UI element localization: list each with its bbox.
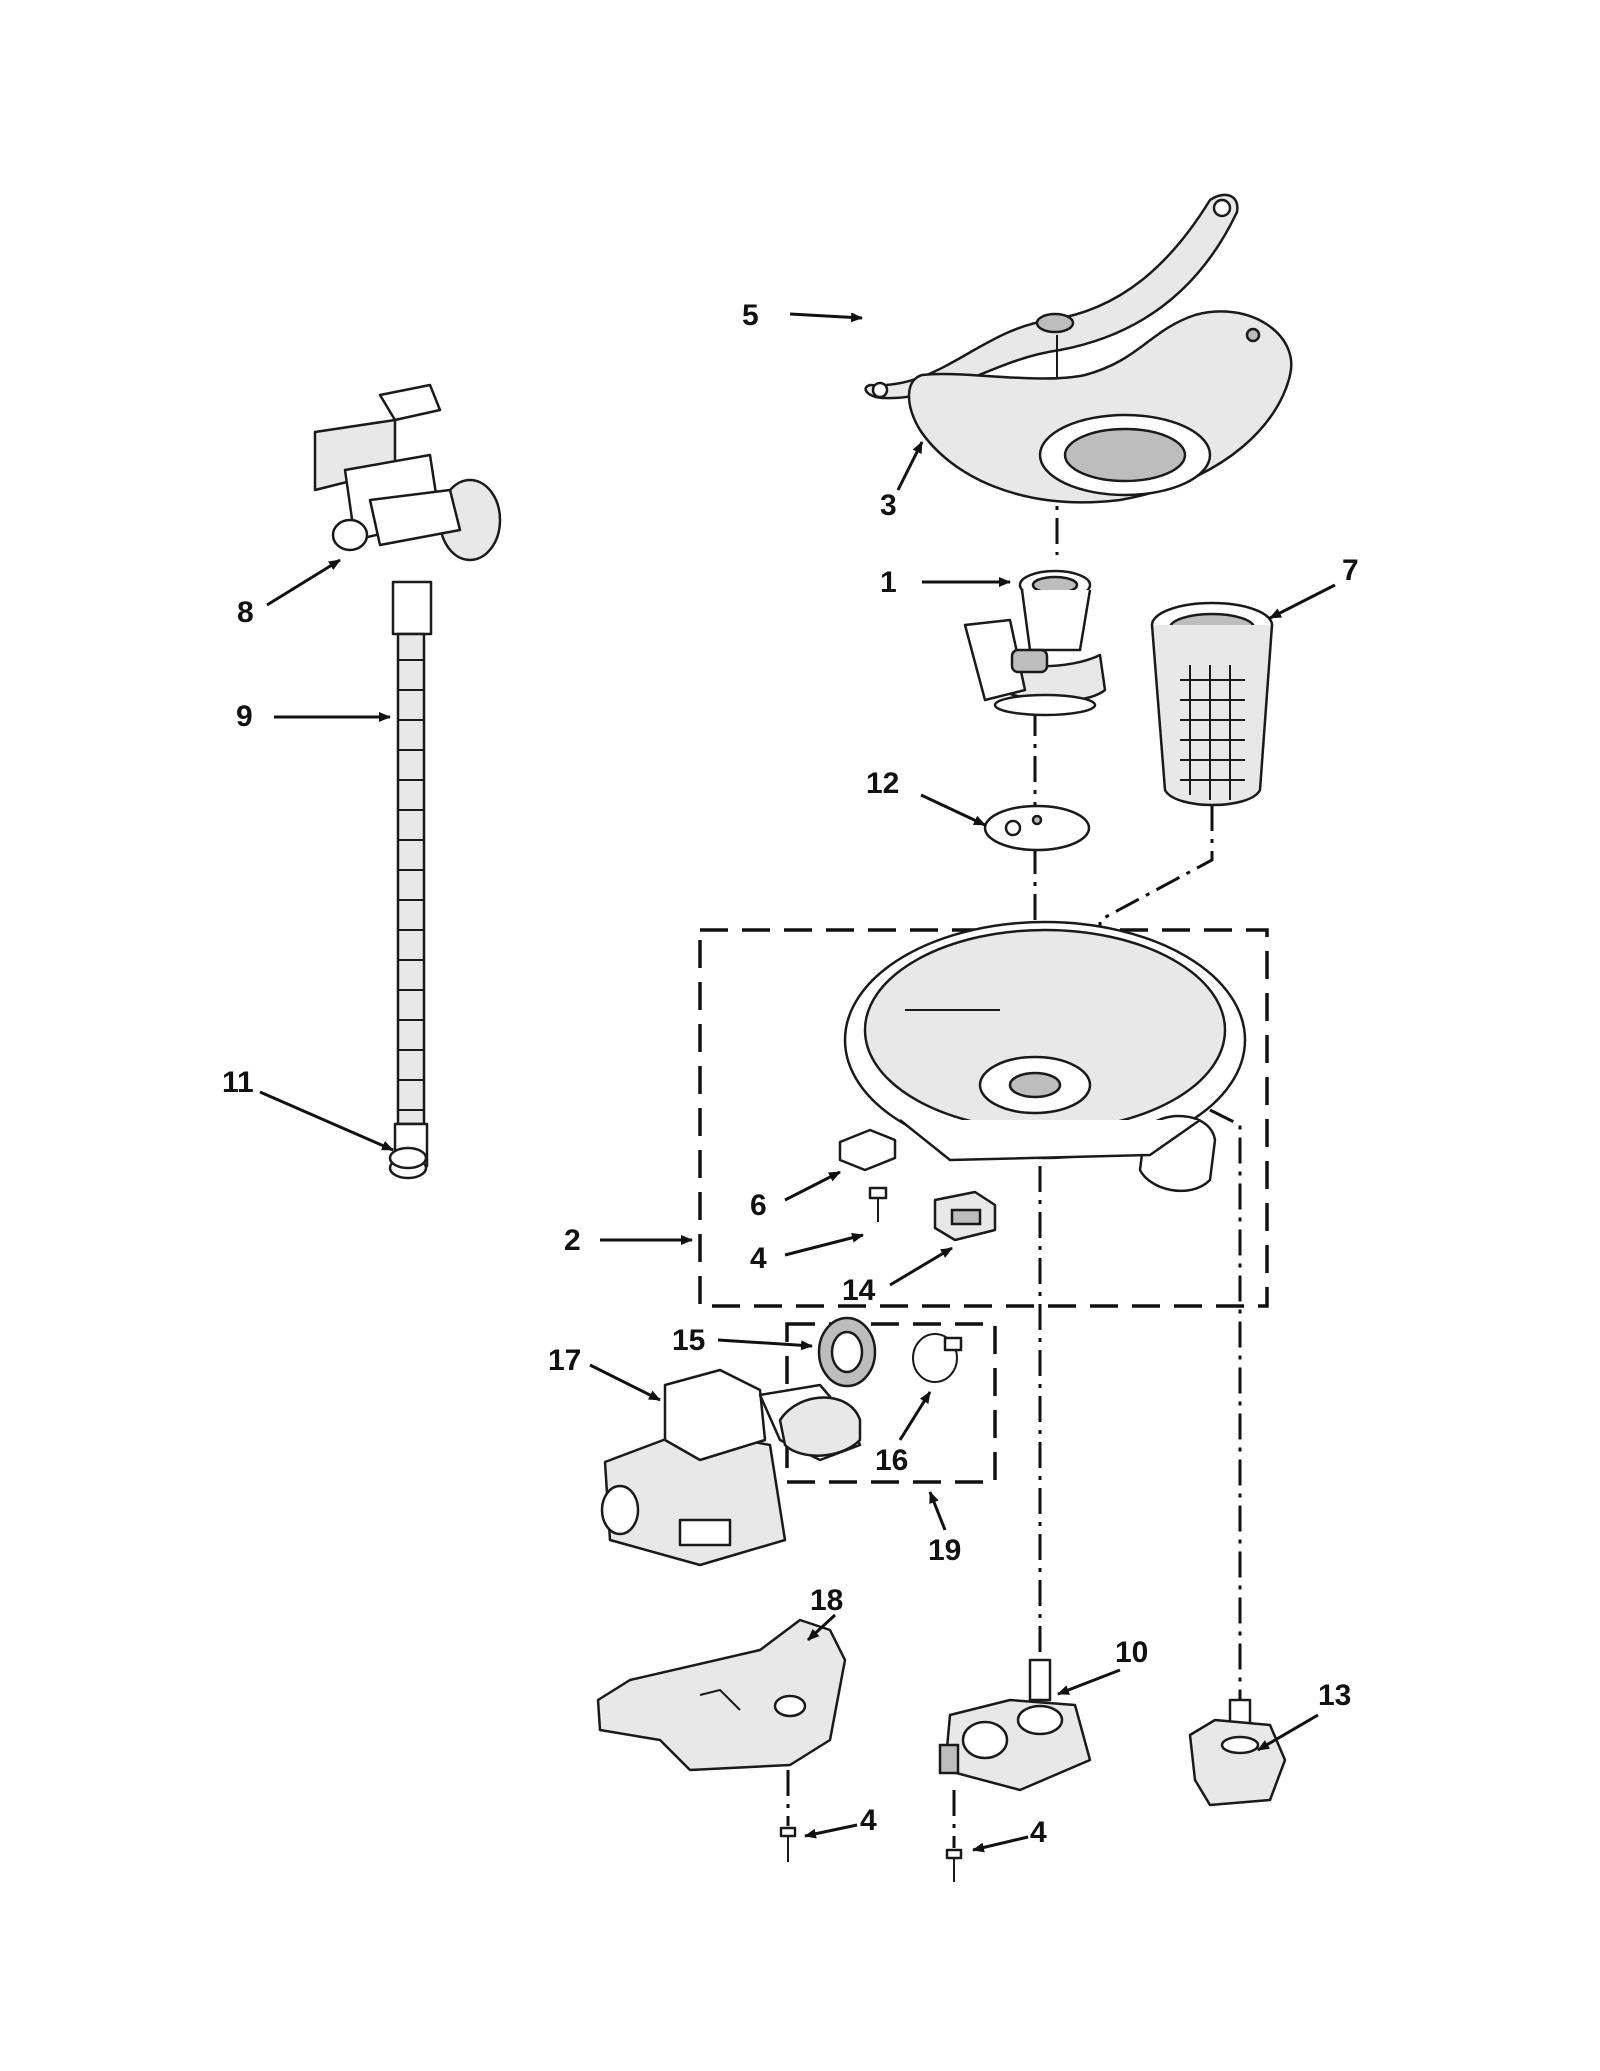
screw-sump[interactable] [868, 1186, 888, 1222]
callout-2: 2 [564, 1224, 581, 1257]
screw-diverter[interactable] [945, 1848, 963, 1882]
pump-outlet-housing[interactable] [963, 569, 1107, 717]
callout-15: 15 [672, 1324, 705, 1357]
drain-hose[interactable] [391, 580, 433, 1168]
turbidity-sensor[interactable] [1188, 1698, 1287, 1807]
callout-17: 17 [548, 1344, 581, 1377]
callout-6: 6 [750, 1189, 767, 1222]
leader-arrows [259, 312, 1336, 1853]
bracket-clip[interactable] [838, 1128, 897, 1172]
sump-assembly-boundary [698, 928, 1269, 1308]
spray-manifold-deflector[interactable] [907, 310, 1293, 504]
hose-band-clamp[interactable] [912, 1333, 963, 1383]
callout-12: 12 [866, 767, 899, 800]
callout-1: 1 [880, 566, 897, 599]
diverter-motor[interactable] [938, 1658, 1092, 1792]
callout-10: 10 [1115, 1636, 1148, 1669]
sump-tub[interactable] [843, 920, 1247, 1193]
callout-4-sump: 4 [750, 1242, 767, 1275]
callout-19: 19 [928, 1534, 961, 1567]
callout-8: 8 [237, 596, 254, 629]
check-valve-disc[interactable] [983, 804, 1091, 852]
pump-seal-ring[interactable] [817, 1316, 877, 1388]
callout-7: 7 [1342, 554, 1359, 587]
drain-pump[interactable] [313, 383, 502, 562]
wire-connector[interactable] [933, 1190, 997, 1242]
circulation-pump-motor[interactable] [600, 1368, 862, 1567]
callout-3: 3 [880, 489, 897, 522]
pump-mount-bracket[interactable] [596, 1618, 847, 1772]
callout-4-diverter: 4 [1030, 1816, 1047, 1849]
screw-bracket[interactable] [779, 1826, 797, 1862]
hose-clamp[interactable] [388, 1146, 428, 1180]
filter-assembly[interactable] [1150, 601, 1274, 807]
callout-18: 18 [810, 1584, 843, 1617]
callout-5: 5 [742, 299, 759, 332]
callout-14: 14 [842, 1274, 876, 1307]
callout-16: 16 [875, 1444, 908, 1477]
callout-9: 9 [236, 700, 253, 733]
callout-labels: 5 3 1 7 8 9 12 11 2 6 4 14 15 17 16 19 1… [222, 299, 1359, 1849]
callout-4-bracket: 4 [860, 1804, 877, 1837]
callout-13: 13 [1318, 1679, 1351, 1712]
callout-11: 11 [222, 1066, 254, 1099]
